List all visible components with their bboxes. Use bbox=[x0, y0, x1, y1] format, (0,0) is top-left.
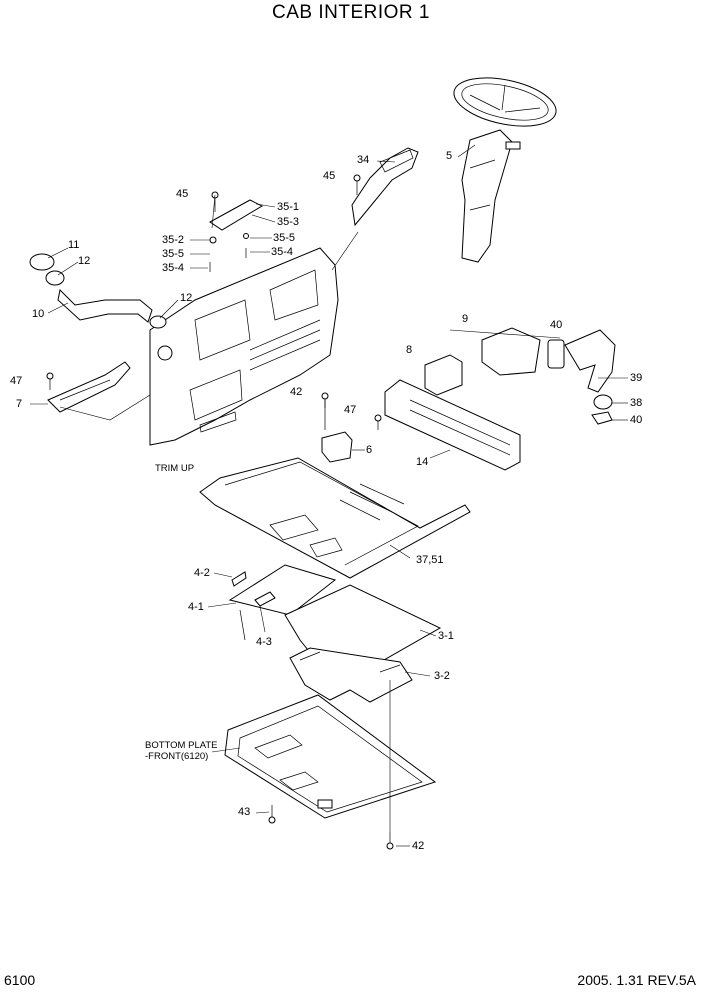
duct-hose bbox=[29, 253, 167, 329]
callout-45: 45 bbox=[323, 170, 336, 182]
louver-panel-14 bbox=[384, 379, 521, 471]
steering-wheel-assembly bbox=[453, 77, 557, 263]
bottom-plate-ref: -FRONT(6120) bbox=[145, 751, 209, 762]
callout-45: 45 bbox=[176, 188, 189, 200]
page-title: CAB INTERIOR 1 bbox=[272, 2, 430, 23]
trim-up-note: TRIM UP bbox=[155, 463, 195, 474]
air-ducts bbox=[424, 327, 541, 396]
floor-plate-4 bbox=[228, 564, 337, 641]
callout-43: 43 bbox=[238, 806, 251, 818]
callout-37-51: 37,51 bbox=[416, 554, 444, 566]
callout-39: 39 bbox=[630, 372, 643, 384]
leader-lines bbox=[30, 144, 628, 847]
callout-10: 10 bbox=[32, 308, 45, 320]
bracket-6 bbox=[321, 400, 353, 463]
callout-38: 38 bbox=[630, 397, 643, 409]
callout-12: 12 bbox=[78, 255, 91, 267]
floor-mat-37-51 bbox=[199, 457, 471, 579]
callout-4-3: 4-3 bbox=[256, 636, 272, 648]
callout-3-1: 3-1 bbox=[438, 630, 454, 642]
callout-35-5: 35-5 bbox=[273, 232, 296, 244]
callout-3-2: 3-2 bbox=[434, 670, 450, 682]
callout-35-4: 35-4 bbox=[162, 262, 185, 274]
callout-4-1: 4-1 bbox=[188, 601, 204, 613]
callout-11: 11 bbox=[68, 239, 80, 251]
callout-12: 12 bbox=[180, 292, 193, 304]
callout-47: 47 bbox=[10, 375, 23, 387]
callout-42: 42 bbox=[412, 840, 425, 852]
mat-3-2 bbox=[289, 647, 413, 703]
callout-14: 14 bbox=[416, 456, 429, 468]
callout-5: 5 bbox=[446, 150, 453, 162]
callout-4-2: 4-2 bbox=[194, 567, 210, 579]
callout-8: 8 bbox=[406, 344, 413, 356]
bottom-plate-note: BOTTOM PLATE bbox=[145, 740, 218, 751]
rear-trim-panel bbox=[149, 247, 339, 446]
callout-40: 40 bbox=[630, 414, 643, 426]
air-vent-7 bbox=[47, 361, 131, 413]
console-cover-34 bbox=[351, 147, 419, 227]
callout-34: 34 bbox=[357, 154, 370, 166]
callout-42: 42 bbox=[290, 386, 303, 398]
callout-35-1: 35-1 bbox=[277, 201, 300, 213]
callout-40: 40 bbox=[550, 319, 563, 331]
bottom-plate bbox=[224, 694, 437, 819]
flexible-duct bbox=[547, 329, 616, 425]
callout-35-5: 35-5 bbox=[162, 248, 185, 260]
page-number: 6100 bbox=[4, 972, 36, 988]
callout-47: 47 bbox=[344, 404, 357, 416]
switch-panel-35 bbox=[209, 191, 264, 272]
callout-6: 6 bbox=[366, 444, 373, 456]
callout-35-2: 35-2 bbox=[162, 234, 185, 246]
callout-7: 7 bbox=[16, 398, 23, 410]
revision-date: 2005. 1.31 REV.5A bbox=[577, 972, 696, 988]
bolts bbox=[46, 174, 394, 850]
callout-35-4: 35-4 bbox=[271, 246, 294, 258]
callout-9: 9 bbox=[462, 313, 469, 325]
callout-35-3: 35-3 bbox=[277, 216, 300, 228]
